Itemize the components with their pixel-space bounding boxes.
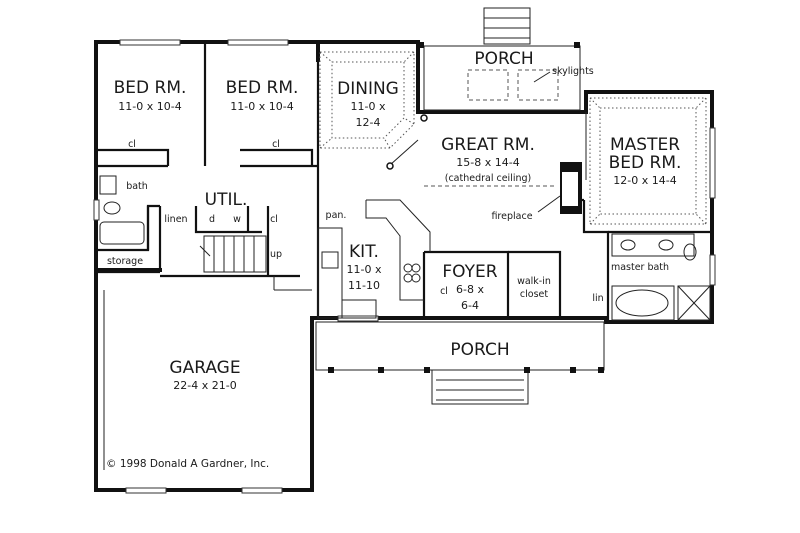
bath-label: bath [126, 181, 148, 192]
storage-label: storage [107, 256, 143, 267]
stairs-up-label: up [270, 249, 282, 260]
linen-closet-label: lin [592, 293, 603, 304]
bed2-name: BED RM. [226, 78, 299, 98]
garage-dims: 22-4 x 21-0 [173, 379, 236, 392]
master-ceiling [589, 97, 707, 225]
foyer-closet-label: cl [440, 286, 448, 297]
foyer-dims-2: 6-4 [461, 299, 479, 312]
walkin-label-1: walk-in [517, 276, 551, 287]
back-porch-name: PORCH [474, 49, 533, 69]
bath-fixtures [99, 175, 711, 321]
small-labels: cl cl bath linen d w cl up storage pan. … [107, 66, 669, 304]
master-name-2: BED RM. [609, 153, 682, 173]
dining-ceiling [319, 51, 428, 170]
bed2-closet-label: cl [272, 139, 280, 150]
bed1-closet-label: cl [128, 139, 136, 150]
garage-name: GARAGE [169, 358, 240, 378]
back-porch [418, 7, 581, 111]
stairs [199, 235, 267, 273]
dryer-label: d [209, 214, 215, 225]
copyright-notice: © 1998 Donald A Gardner, Inc. [106, 458, 269, 470]
room-labels: BED RM. 11-0 x 10-4 BED RM. 11-0 x 10-4 … [114, 49, 682, 392]
fireplace-label: fireplace [491, 211, 532, 222]
dining-name: DINING [337, 79, 399, 99]
master-bath-label: master bath [611, 262, 669, 273]
kitchen-name: KIT. [349, 242, 379, 262]
front-porch [315, 321, 605, 405]
washer-label: w [233, 214, 241, 225]
util-closet-label: cl [270, 214, 278, 225]
great-room-name: GREAT RM. [441, 135, 535, 155]
bed2-dims: 11-0 x 10-4 [230, 100, 293, 113]
foyer-name: FOYER [442, 262, 497, 282]
linen-label: linen [164, 214, 187, 225]
front-porch-name: PORCH [450, 340, 509, 360]
bed1-name: BED RM. [114, 78, 187, 98]
dining-dims-1: 11-0 x [351, 100, 386, 113]
skylights-label: skylights [552, 66, 594, 77]
util-name: UTIL. [205, 190, 248, 210]
kitchen-dims-1: 11-0 x [347, 263, 382, 276]
kitchen-dims-2: 11-10 [348, 279, 380, 292]
walkin-label-2: closet [520, 289, 548, 300]
dining-dims-2: 12-4 [356, 116, 381, 129]
great-room-note: (cathedral ceiling) [445, 173, 532, 184]
master-dims: 12-0 x 14-4 [613, 174, 676, 187]
pantry-label: pan. [326, 210, 347, 221]
kitchen-counters [317, 199, 431, 319]
great-room-dims: 15-8 x 14-4 [456, 156, 519, 169]
foyer-dims-1: 6-8 x [456, 283, 484, 296]
master-name-1: MASTER [610, 135, 680, 155]
bed1-dims: 11-0 x 10-4 [118, 100, 181, 113]
